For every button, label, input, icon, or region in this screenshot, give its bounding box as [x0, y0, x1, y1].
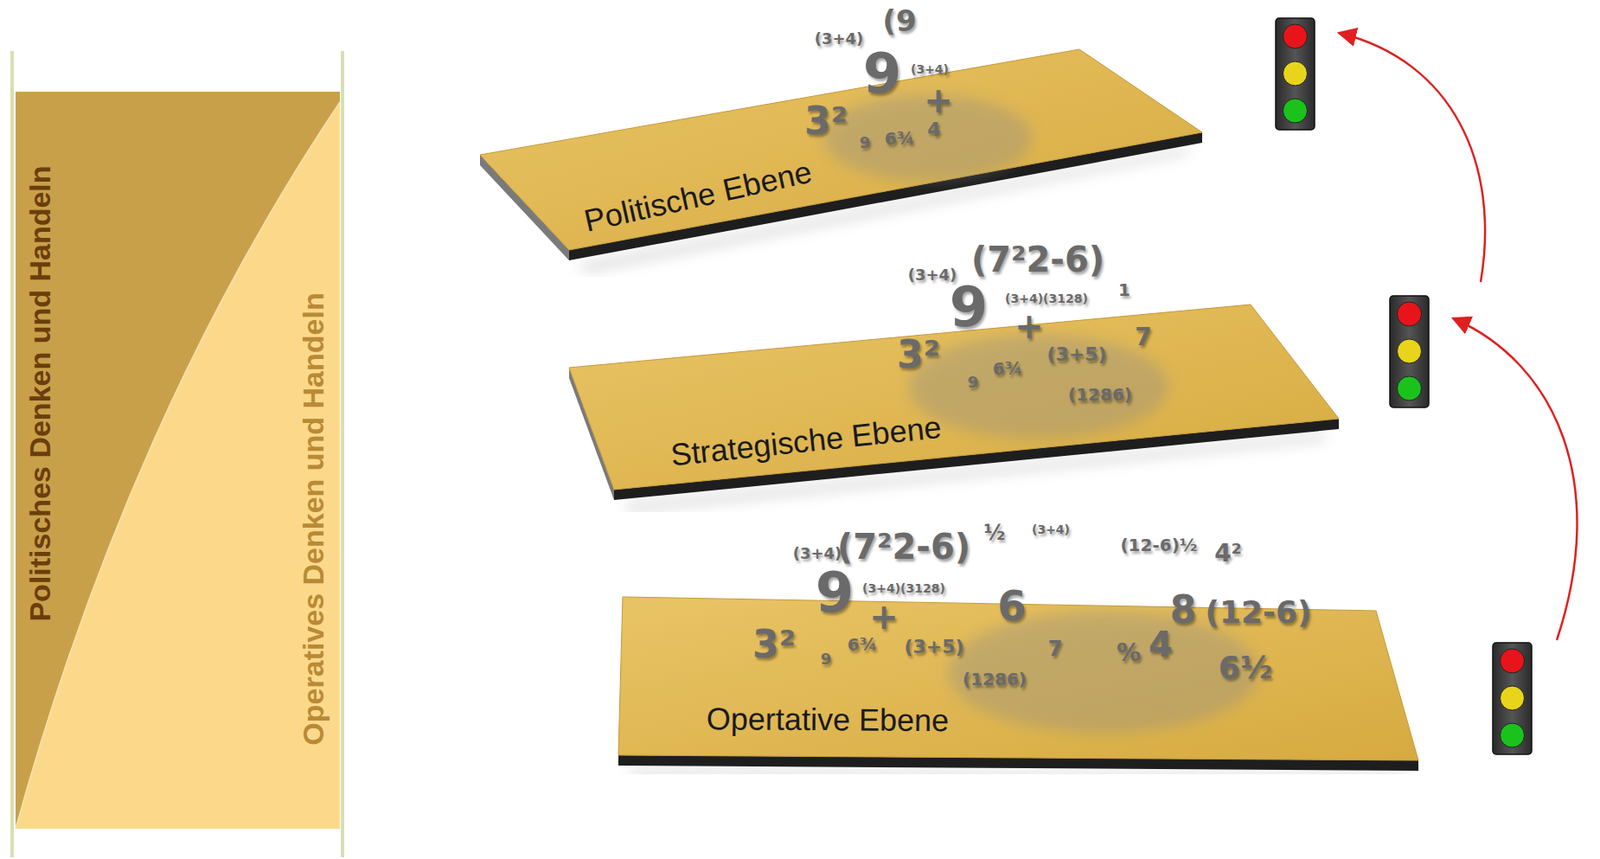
traffic-light — [1275, 18, 1315, 130]
math-figure: (3+4) — [814, 31, 864, 47]
escalation-arrow — [1452, 318, 1578, 640]
math-figure: (12-6)½ — [1120, 536, 1197, 554]
math-figure: (9 — [882, 6, 916, 36]
level-slab: Politische Ebene — [471, 38, 1211, 277]
math-figure: 9 — [820, 651, 832, 667]
vertical-heading: Operatives Denken und Handeln — [297, 292, 330, 745]
traffic-light — [1389, 295, 1429, 408]
math-figure: 4 — [927, 120, 941, 140]
math-figure: 4 — [1148, 627, 1173, 662]
math-figure: (12-6) — [1205, 596, 1312, 628]
slab-top — [480, 49, 1203, 250]
escalation-arrow — [1338, 32, 1485, 282]
math-figure: 1 — [1118, 281, 1131, 299]
math-figure: 6¾ — [992, 359, 1024, 378]
math-figure: (3+5) — [1046, 345, 1107, 365]
math-figure: (7²2-6) — [837, 529, 971, 564]
math-figure: 6¾ — [884, 129, 916, 148]
math-figure: 9 — [859, 134, 871, 151]
math-figure: + — [869, 599, 899, 634]
math-figure: (3+4)(3128) — [1004, 292, 1088, 305]
math-figure: ½ — [984, 522, 1006, 544]
traffic-light — [1492, 642, 1532, 755]
panel-shape — [5, 47, 348, 859]
political-area — [15, 91, 340, 829]
math-figure: 7 — [1134, 325, 1152, 350]
figure-haze — [908, 334, 1169, 439]
panel-rail — [10, 51, 14, 858]
math-figure: 9 — [863, 45, 903, 102]
math-figure: 9 — [967, 374, 980, 391]
divider-curve — [15, 102, 340, 829]
math-figure: (3+4) — [793, 545, 843, 562]
math-figure: + — [1014, 308, 1044, 344]
mindset-panel: Politisches Denken und Handeln Operatives… — [5, 47, 348, 859]
math-figure: 3² — [752, 625, 796, 664]
math-figure: (1286) — [962, 670, 1027, 688]
math-figure: 6 — [997, 584, 1026, 627]
math-figure: 3² — [896, 335, 941, 374]
math-figure: (3+4) — [1031, 523, 1070, 536]
math-figure: 9 — [815, 564, 855, 621]
math-figure: 8 — [1170, 590, 1197, 629]
level-label: Opertative Ebene — [706, 701, 949, 738]
math-figure: (7²2-6) — [971, 242, 1105, 277]
math-figure: + — [923, 83, 954, 118]
math-figure: (3+5) — [903, 637, 964, 657]
math-figure: 3² — [804, 102, 848, 141]
math-figure: 7 — [1048, 638, 1063, 660]
figure-haze — [948, 611, 1261, 733]
operative-area — [15, 91, 340, 829]
math-figure: 9 — [949, 279, 989, 335]
slab-shape — [471, 38, 1211, 277]
math-figure: % — [1116, 640, 1141, 666]
vertical-heading: Politisches Denken und Handeln — [24, 165, 57, 621]
math-figure: (3+4)(3128) — [862, 582, 946, 595]
math-figure: 6¾ — [847, 635, 878, 653]
math-figure: 4² — [1214, 541, 1242, 566]
math-figure: (1286) — [1068, 385, 1133, 404]
math-figure: (3+4) — [910, 63, 949, 76]
panel-rail — [340, 51, 345, 858]
math-figure: 6½ — [1218, 652, 1273, 684]
